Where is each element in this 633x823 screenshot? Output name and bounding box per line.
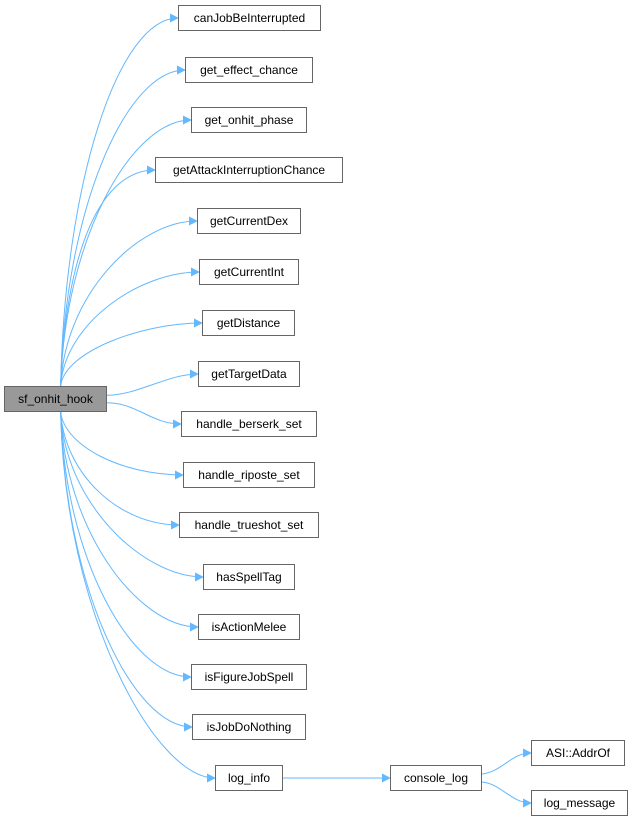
- edge-console-log-to-asi-addrof: [481, 748, 532, 775]
- node-hasspelltag[interactable]: hasSpellTag: [203, 564, 295, 590]
- edge-console-log-to-log-message: [481, 781, 532, 808]
- node-handle-trueshot-set[interactable]: handle_trueshot_set: [179, 512, 319, 538]
- node-get-effect-chance[interactable]: get_effect_chance: [185, 57, 313, 83]
- edge-to-isjobdonothing: [60, 411, 193, 732]
- node-getdistance[interactable]: getDistance: [202, 310, 295, 336]
- edge-to-getcurrentdex: [60, 216, 198, 387]
- node-getcurrentdex[interactable]: getCurrentDex: [197, 208, 301, 234]
- edge-to-handle-trueshot-set: [60, 411, 180, 530]
- edge-to-isactionmelee: [60, 411, 199, 632]
- edge-to-get-onhit-phase: [60, 115, 192, 387]
- node-handle-berserk-set[interactable]: handle_berserk_set: [181, 411, 317, 437]
- node-handle-riposte-set[interactable]: handle_riposte_set: [183, 462, 315, 488]
- edge-to-handle-riposte-set: [60, 411, 184, 480]
- node-getcurrentint[interactable]: getCurrentInt: [199, 259, 299, 285]
- node-get-onhit-phase[interactable]: get_onhit_phase: [191, 107, 307, 133]
- node-sf-onhit-hook[interactable]: sf_onhit_hook: [4, 386, 107, 412]
- edge-to-hasspelltag: [60, 411, 204, 582]
- edge-to-isfigurejobspell: [60, 411, 192, 682]
- edge-to-handle-berserk-set: [106, 402, 182, 429]
- node-log-message[interactable]: log_message: [531, 790, 628, 816]
- edge-to-gettargetdata: [106, 369, 199, 396]
- edge-to-log-info: [60, 411, 216, 783]
- node-asi-addrof[interactable]: ASI::AddrOf: [531, 740, 625, 766]
- edge-to-getdistance: [60, 318, 203, 387]
- edge-to-canjobbeinterrupted: [60, 13, 179, 387]
- edge-to-getcurrentint: [60, 267, 200, 387]
- node-isfigurejobspell[interactable]: isFigureJobSpell: [191, 664, 307, 690]
- node-console-log[interactable]: console_log: [390, 765, 482, 791]
- node-canjobbeinterrupted[interactable]: canJobBeInterrupted: [178, 5, 321, 31]
- node-getattackinterruptionchance[interactable]: getAttackInterruptionChance: [155, 157, 343, 183]
- node-isactionmelee[interactable]: isActionMelee: [198, 614, 300, 640]
- node-isjobdonothing[interactable]: isJobDoNothing: [192, 714, 306, 740]
- node-log-info[interactable]: log_info: [215, 765, 283, 791]
- edge-to-getattackinterruptionchance: [60, 165, 156, 387]
- edge-to-get-effect-chance: [60, 65, 186, 387]
- node-gettargetdata[interactable]: getTargetData: [198, 361, 300, 387]
